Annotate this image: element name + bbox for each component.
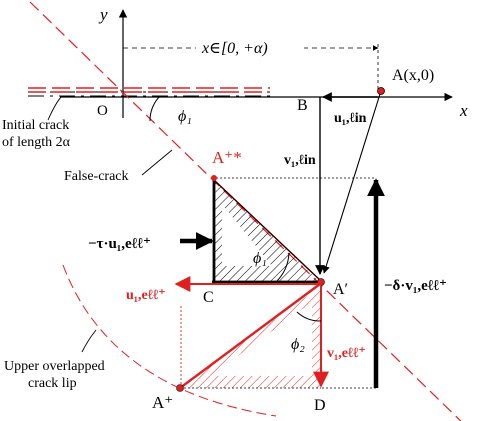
delta-force-label: −δ·v₁,eℓℓ⁺ (384, 278, 447, 294)
triangle-red-hyp (179, 283, 321, 389)
point-A-label: A(x,0) (392, 67, 434, 84)
u-lin-label: u₁,ℓin (334, 111, 367, 126)
C-label: C (203, 289, 214, 306)
phi2-label: ϕ₂ (291, 336, 305, 353)
initial-crack-label-1: Initial crack (2, 118, 69, 133)
x-range-label-bg (196, 38, 304, 58)
initial-crack-label-2: of length 2α (2, 135, 71, 150)
point-A (377, 87, 385, 95)
phi1-axis-arc (149, 95, 161, 122)
B-label: B (297, 97, 308, 114)
phi2-arc (296, 311, 322, 322)
upper-lip-leader (81, 329, 97, 353)
initial-crack-leader (47, 95, 63, 121)
u-ell-label: u₁,eℓℓ⁺ (126, 288, 166, 303)
y-axis-label: y (98, 5, 108, 24)
x-range-label: x∈[0, +α) (201, 40, 268, 57)
v-lin-label: v₁,ℓin (284, 153, 316, 168)
Aplus-label: A⁺ (152, 393, 173, 412)
Astar-label: A⁺* (212, 148, 242, 167)
origin-label: O (97, 103, 108, 119)
v-ell-label: v₁,eℓℓ⁺ (327, 346, 366, 361)
upper-lip-label-2: crack lip (28, 376, 77, 391)
false-crack-label: False-crack (64, 169, 129, 184)
phi1-triangle-label: ϕ₁ (253, 250, 267, 267)
tau-force-label: −τ·u₁,eℓℓ⁺ (88, 236, 151, 252)
x-axis-label: x (459, 101, 468, 120)
false-crack-leader (141, 149, 173, 176)
D-label: D (314, 397, 326, 414)
triangle-black-hyp (213, 179, 321, 281)
point-Astar (211, 175, 217, 181)
phi1-axis-label: ϕ₁ (178, 108, 192, 125)
Aprime-label: A′ (333, 281, 348, 298)
triangle-red-inner-white (210, 302, 312, 376)
upper-lip-label-1: Upper overlapped (4, 359, 105, 374)
upper-lip-arc (62, 264, 277, 417)
A-to-Aprime-arrow (322, 93, 381, 274)
phi1-triangle-arc (275, 252, 290, 283)
triangle-black-inner-white (222, 204, 272, 266)
